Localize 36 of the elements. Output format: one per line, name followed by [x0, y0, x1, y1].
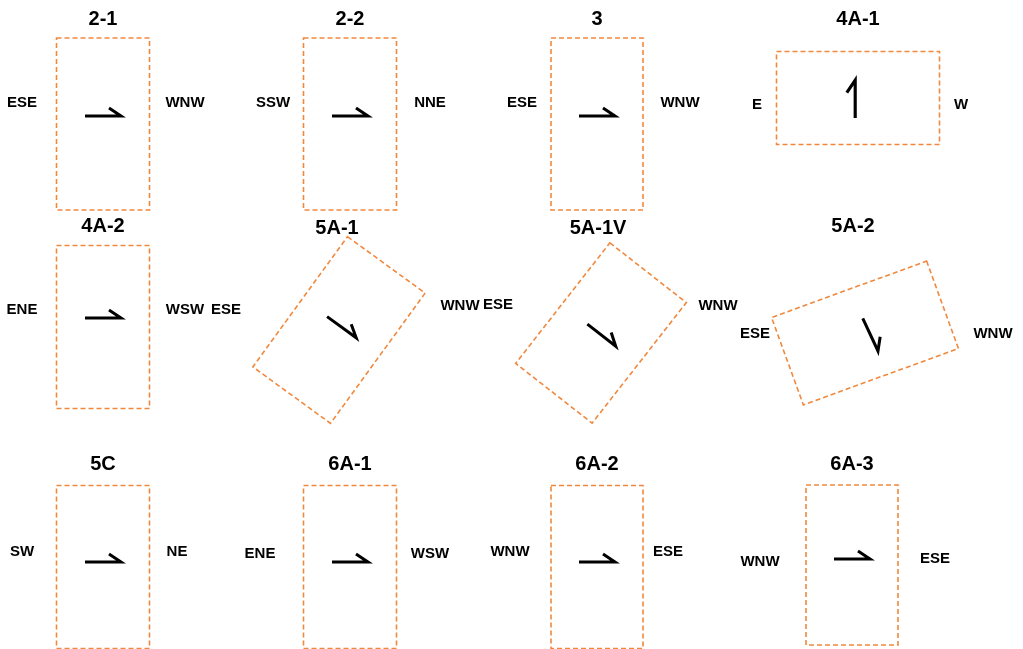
direction-label: ESE	[483, 295, 513, 311]
direction-label: ESE	[7, 93, 37, 109]
direction-label: WNW	[440, 296, 480, 312]
direction-label: WNW	[973, 324, 1013, 340]
direction-label: WNW	[490, 542, 530, 558]
panel-title: 2-1	[88, 8, 118, 28]
direction-label: ESE	[211, 300, 241, 316]
direction-label: WNW	[660, 93, 700, 109]
panel-title: 5A-2	[831, 215, 875, 235]
direction-label: ESE	[653, 542, 683, 558]
panel-title: 6A-2	[575, 453, 619, 473]
panel-title: 4A-2	[81, 215, 125, 235]
panel-title: 5A-1	[315, 217, 359, 237]
direction-label: W	[953, 95, 969, 111]
direction-label: WSW	[410, 544, 450, 560]
direction-label: SW	[9, 542, 35, 558]
panel-title: 6A-1	[328, 453, 372, 473]
direction-label: WNW	[165, 93, 205, 109]
direction-label: E	[752, 95, 762, 111]
direction-label: ESE	[740, 324, 770, 340]
direction-label: NNE	[414, 93, 446, 109]
direction-label: NE	[166, 542, 188, 558]
panel-title: 5A-1V	[569, 217, 627, 237]
panel-title: 2-2	[335, 8, 365, 28]
direction-label: WNW	[740, 552, 780, 568]
direction-label: SSW	[255, 93, 291, 109]
panel-title: 5C	[90, 453, 116, 473]
panel-title: 6A-3	[830, 453, 874, 473]
direction-label: ESE	[920, 549, 950, 565]
direction-label: ENE	[244, 544, 276, 560]
direction-label: ESE	[507, 93, 537, 109]
direction-label: ENE	[6, 300, 38, 316]
direction-label: WSW	[165, 300, 205, 316]
panel-title: 4A-1	[836, 8, 880, 28]
panel-title: 3	[591, 8, 603, 28]
direction-label: WNW	[698, 296, 738, 312]
